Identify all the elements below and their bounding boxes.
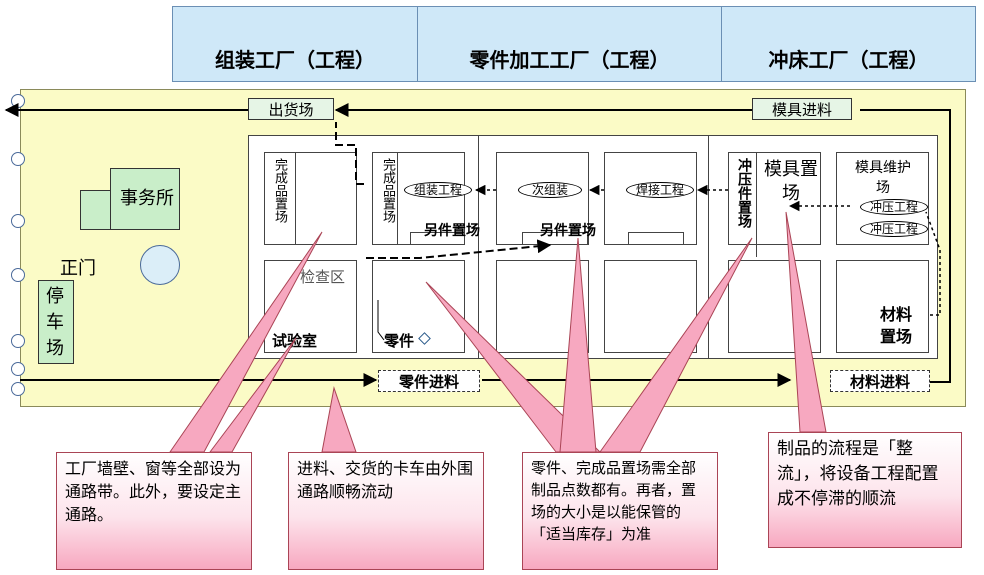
parking-lot	[38, 280, 74, 364]
sub-assembly-process: 次组装	[518, 182, 582, 198]
callout-3-pointer-3	[599, 237, 753, 453]
callout-4-pointer	[785, 211, 827, 433]
factory-divider	[478, 135, 479, 359]
parts-yard-1-marker	[410, 232, 465, 245]
main-gate-label: 正门	[60, 258, 96, 279]
material-yard-label: 材料置场	[880, 305, 913, 346]
assembly-process: 组装工程	[404, 182, 472, 198]
header-assembly-factory: 组装工厂（工程）	[172, 6, 418, 82]
parts-box-link	[377, 300, 385, 341]
press-zone	[728, 152, 821, 245]
inspection-label: 检查区	[300, 268, 346, 286]
callout-truck-flow: 进料、交货的卡车由外围通路顺畅流动	[288, 452, 484, 570]
assembly-zone	[372, 152, 465, 245]
callout-3-pointer-2	[559, 237, 597, 453]
welding-marker	[628, 232, 684, 245]
shipping-tag: 出货场	[248, 98, 334, 120]
finished-yard-2-label: 完成品置场	[380, 158, 395, 223]
office-label: 事务所	[120, 188, 174, 209]
stamp-process-1: 冲压工程	[860, 199, 928, 215]
header-press-factory: 冲床工厂（工程）	[721, 6, 976, 82]
gate-circle	[11, 152, 25, 166]
parts-box-label: 零件	[384, 332, 415, 350]
parts-yard-1-label: 另件置场	[424, 223, 480, 239]
mold-yard-label: 模具置场	[764, 159, 818, 204]
material-in-tag: 材料进料	[830, 370, 930, 392]
header-parts-factory: 零件加工工厂（工程）	[417, 6, 722, 82]
finished-to-shipping	[335, 122, 364, 185]
parts-yard-2-label: 另件置场	[540, 223, 596, 239]
gate-circle	[11, 362, 25, 376]
factory-outline	[248, 135, 938, 359]
factory-divider	[708, 135, 709, 359]
callout-2-pointer	[321, 386, 357, 453]
gate-circle	[11, 382, 25, 396]
gate-circle	[11, 334, 25, 348]
finished-yard-1-label: 完成品置场	[272, 158, 287, 223]
stamped-yard-label: 冲压件置场	[736, 158, 752, 228]
assembly-zone-divider	[397, 152, 398, 245]
gate-circle	[11, 268, 25, 282]
mold-maint-label: 模具维护场	[855, 160, 911, 196]
press-zone-divider	[756, 152, 757, 257]
finished-yard-1-divider	[295, 152, 296, 245]
callout-product-flow: 制品的流程是「整流」，将设备工程配置成不停滞的顺流	[768, 432, 962, 548]
office-block-small	[80, 190, 112, 230]
parking-label: 停车场	[46, 286, 64, 359]
finished-yard-1	[264, 152, 357, 245]
office-block	[110, 168, 180, 230]
fountain-circle	[140, 245, 180, 285]
callout-parts-yard: 零件、完成品置场需全部制品点数都有。再者，置场的大小是以能保管的「适当库存」为准	[522, 452, 718, 570]
parts-in-tag: 零件进料	[378, 370, 480, 392]
sub-assembly-zone	[496, 152, 589, 245]
material-to-stamp	[925, 211, 941, 316]
gate-circle	[11, 214, 25, 228]
callout-walls-aisles: 工厂墙壁、窗等全部设为通路带。此外，要设定主通路。	[56, 452, 252, 570]
material-yard-zone	[836, 260, 929, 353]
main-outbound-route	[860, 109, 951, 122]
parts-supply-flow	[366, 239, 552, 259]
mold-in-tag: 模具进料	[752, 98, 852, 120]
welding-process: 焊接工程	[626, 182, 694, 198]
stamp-process-2: 冲压工程	[860, 221, 928, 237]
material-inbound-route	[930, 122, 951, 383]
welding-zone	[604, 152, 697, 245]
